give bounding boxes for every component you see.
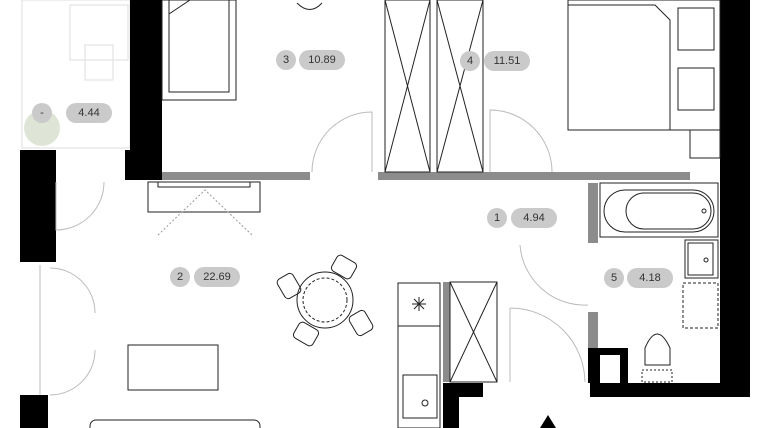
toilet: [641, 333, 673, 383]
sofa: [89, 419, 261, 428]
kitchen-counter: [397, 282, 441, 428]
room-area-2: 22.69: [194, 267, 240, 287]
room-area-3: 10.89: [299, 50, 345, 70]
room-area-balcony: 4.44: [66, 103, 112, 123]
partitions: [162, 172, 690, 382]
room-area-4: 11.51: [484, 51, 530, 71]
door-room3: [311, 111, 373, 173]
dining-table: [276, 254, 374, 347]
room-number-5: 5: [604, 268, 624, 288]
entrance-door: [55, 181, 105, 231]
double-bed: [567, 0, 721, 159]
corridor-wardrobe: [449, 281, 498, 383]
room-area-5: 4.18: [627, 268, 673, 288]
single-bed: [161, 0, 237, 101]
room-number-1: 1: [487, 208, 507, 228]
door-corridor: [509, 244, 589, 383]
window-desk: [147, 181, 261, 236]
bathtub: [599, 182, 719, 238]
door-room4: [489, 109, 553, 173]
room-number-balcony: -: [32, 103, 52, 123]
washing-machine: [682, 282, 719, 329]
room-number-4: 4: [460, 51, 480, 71]
room-number-3: 3: [276, 50, 296, 70]
room-number-2: 2: [170, 267, 190, 287]
wardrobes: [384, 0, 484, 173]
washbasin: [684, 239, 719, 279]
balcony-door: [39, 265, 96, 396]
coffee-table: [127, 344, 219, 391]
chair-icon: [296, 2, 323, 10]
entrance-arrow-icon: [540, 415, 556, 428]
room-area-1: 4.94: [511, 208, 557, 228]
